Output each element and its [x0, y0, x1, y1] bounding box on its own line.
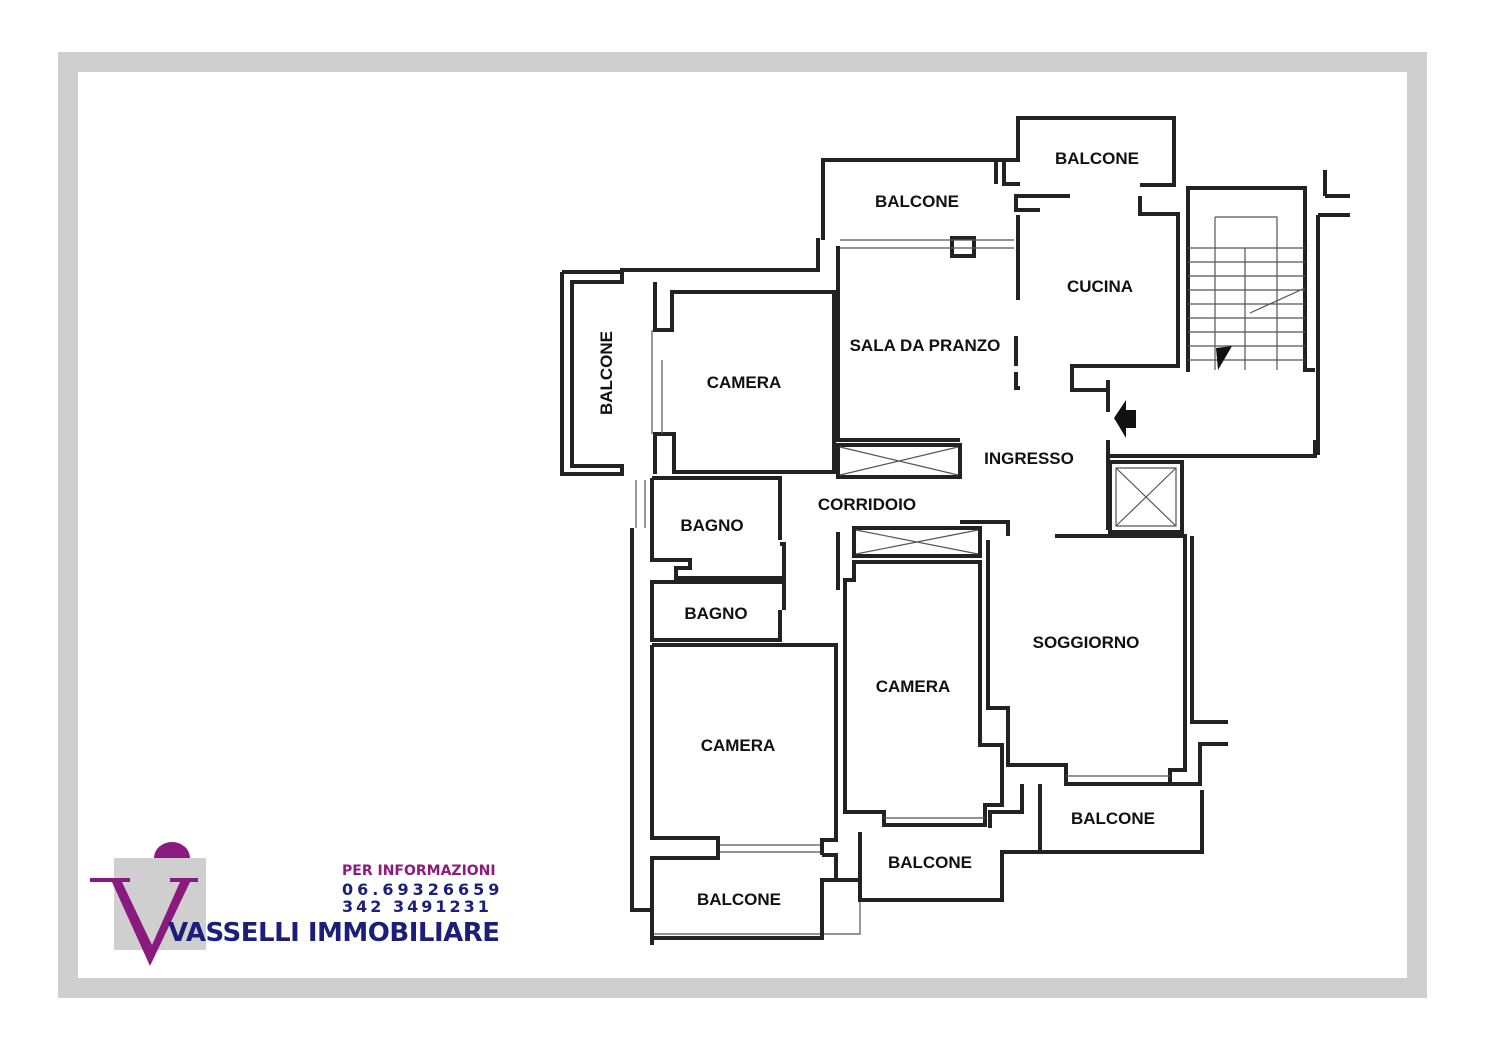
- room-label-balcone: BALCONE: [597, 331, 616, 415]
- room-label-corridoio: CORRIDOIO: [818, 495, 916, 514]
- page-frame: [58, 52, 1427, 998]
- room-labels: BALCONE BALCONE CUCINA SALA DA PRANZO BA…: [597, 149, 1155, 909]
- room-label-balcone: BALCONE: [888, 853, 972, 872]
- walls: [560, 116, 1350, 945]
- room-label-cucina: CUCINA: [1067, 277, 1133, 296]
- room-label-camera: CAMERA: [707, 373, 782, 392]
- room-label-balcone: BALCONE: [875, 192, 959, 211]
- room-label-balcone: BALCONE: [1071, 809, 1155, 828]
- entrance-arrow-icon: [1114, 400, 1136, 438]
- room-label-ingresso: INGRESSO: [984, 449, 1074, 468]
- room-label-bagno: BAGNO: [684, 604, 747, 623]
- room-label-bagno: BAGNO: [680, 516, 743, 535]
- info-label: PER INFORMAZIONI: [342, 863, 496, 879]
- room-label-balcone: BALCONE: [697, 890, 781, 909]
- room-label-camera: CAMERA: [876, 677, 951, 696]
- phone-2: 342 3491231: [342, 897, 492, 916]
- phone-1: 06.69326659: [342, 880, 504, 899]
- room-label-soggiorno: SOGGIORNO: [1033, 633, 1140, 652]
- page-inner: [78, 72, 1407, 978]
- company-logo-mark: [90, 842, 206, 966]
- room-label-sala-da-pranzo: SALA DA PRANZO: [850, 336, 1001, 355]
- company-name: VASSELLI IMMOBILIARE: [168, 918, 500, 948]
- room-label-camera: CAMERA: [701, 736, 776, 755]
- room-label-balcone: BALCONE: [1055, 149, 1139, 168]
